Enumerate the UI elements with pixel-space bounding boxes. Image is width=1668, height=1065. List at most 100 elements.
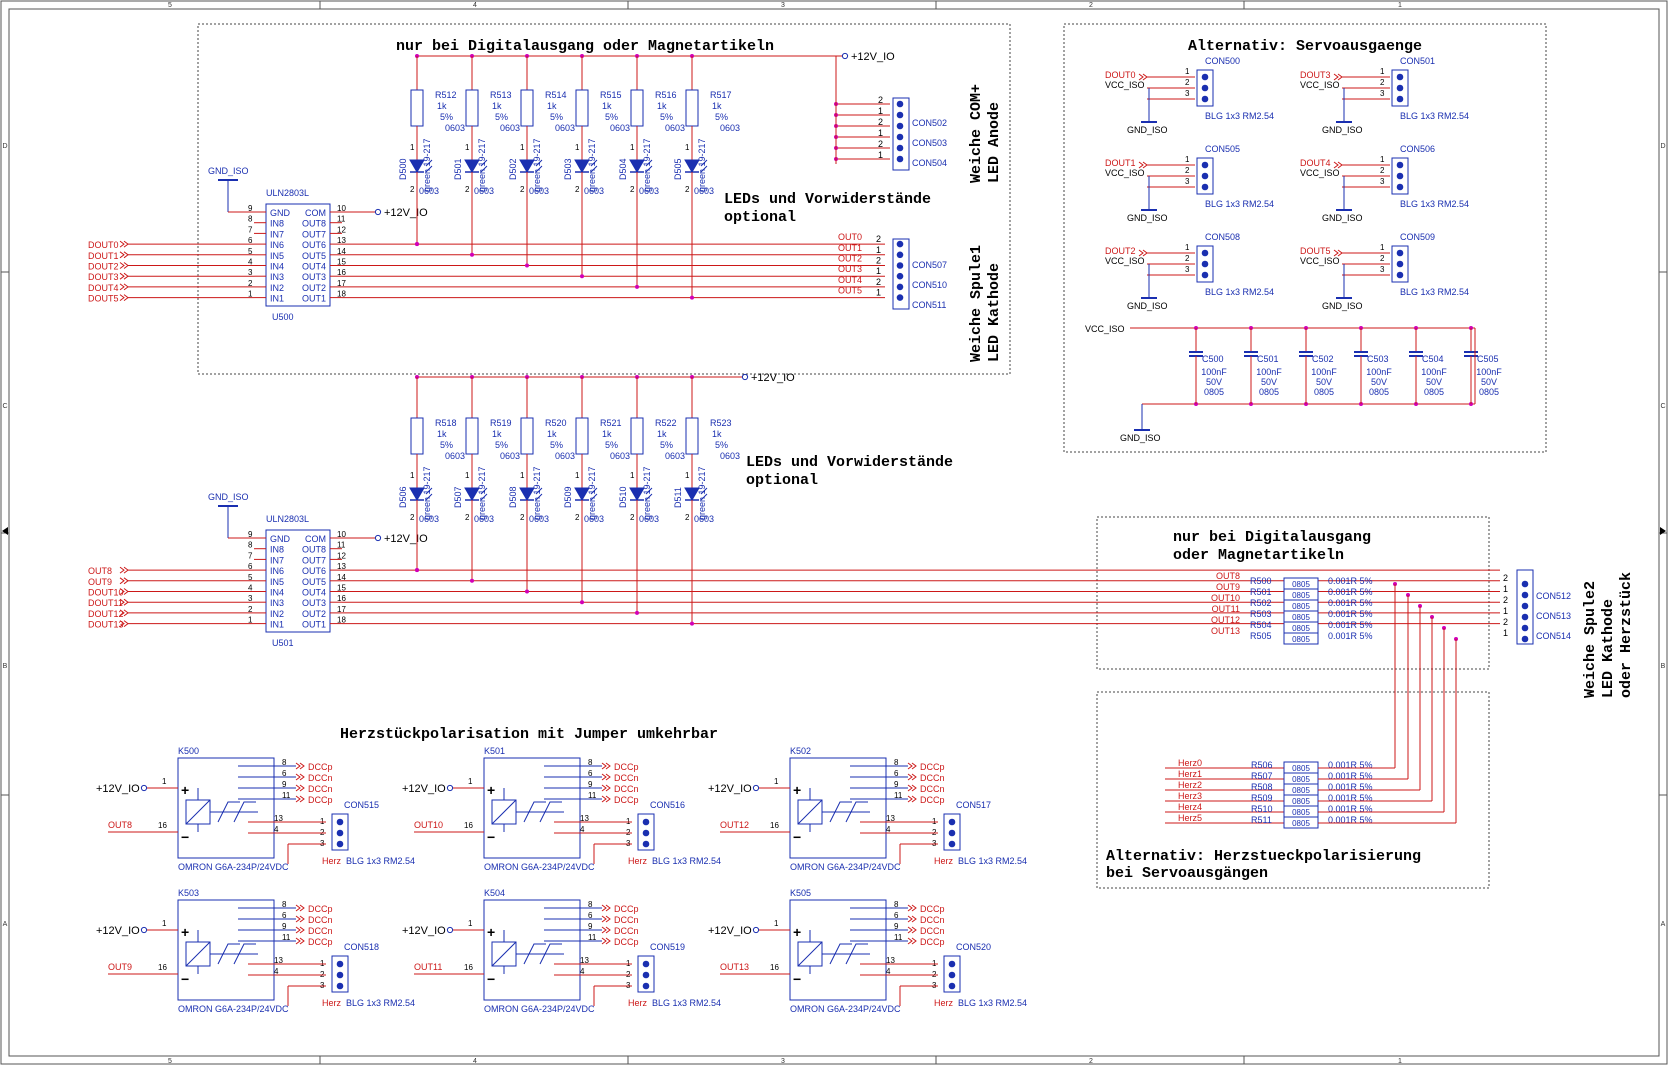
herz-res-value: 0.001R 5%	[1328, 771, 1373, 781]
con-pin-num: 2	[876, 277, 881, 287]
resistor-body	[685, 89, 699, 127]
uln-ref-label: U500	[272, 312, 294, 322]
led-value: green 19-217	[587, 466, 597, 520]
relay-body	[789, 757, 887, 859]
chevron-icon	[907, 915, 917, 923]
net-port-circle	[841, 52, 849, 60]
resistor-value: 0603	[665, 451, 685, 461]
connector-pin-dot	[1396, 183, 1404, 191]
group-box-mid	[1096, 516, 1490, 670]
resistor-value: 1k	[492, 429, 502, 439]
mid-res-pkg: 0805	[1292, 602, 1310, 611]
connector-ref: CON517	[956, 800, 991, 810]
con-pin-num: 1	[878, 150, 883, 160]
relay-part: OMRON G6A-234P/24VDC	[178, 862, 289, 872]
herz-res-pkg: 0805	[1292, 808, 1310, 817]
junction-dot	[635, 610, 639, 615]
resistor-body	[575, 417, 589, 455]
cap-value: 100nF	[1476, 367, 1502, 377]
servo-net-label: DOUT3	[1300, 70, 1331, 80]
relay-pin-num: 6	[894, 769, 899, 778]
led-diode-icon	[629, 159, 645, 173]
junction-dot	[415, 568, 419, 572]
relay-pin-num: 4	[886, 825, 891, 834]
connector-pin-dot	[948, 960, 956, 968]
chevron-icon	[295, 937, 305, 945]
connector-ref: CON505	[1205, 144, 1240, 154]
resistor-body	[520, 89, 534, 127]
relay-pin-num: 8	[282, 900, 287, 909]
led-diode-icon	[519, 159, 535, 173]
mid-res-value: 0.001R 5%	[1328, 609, 1373, 619]
relay-pin-num: 1	[468, 919, 473, 928]
connector-pin-dot	[1201, 249, 1209, 257]
led-value: green 19-217	[422, 138, 432, 192]
uln-pin-num: 14	[337, 247, 346, 256]
cap-ref: C503	[1367, 354, 1389, 364]
con-pin-num: 1	[1185, 243, 1190, 252]
group-box-servo	[1063, 23, 1547, 453]
connector-ref: CON519	[650, 942, 685, 952]
connector-pin-dot	[336, 818, 344, 826]
con-pin-num: 1	[878, 106, 883, 116]
relay-herz-label: Herz	[322, 998, 342, 1008]
relay-out-label: OUT8	[108, 820, 132, 830]
input-net-label: DOUT0	[88, 240, 119, 250]
frame-col-label: 5	[168, 2, 172, 9]
herz-net-label: Herz4	[1178, 802, 1202, 812]
connector-pin-dot	[896, 133, 904, 141]
connector-ref: CON507	[912, 260, 947, 270]
port-chevron-icon	[119, 577, 129, 585]
frame-col-label: 4	[473, 1058, 477, 1065]
resistor-value: 0603	[555, 123, 575, 133]
relay-v12-label: +12V_IO	[96, 925, 140, 937]
output-net-label: OUT0	[838, 232, 862, 242]
chevron-icon	[601, 773, 611, 781]
resistor-body	[575, 89, 589, 127]
uln-pin-num: 1	[248, 290, 253, 299]
relay-body	[177, 757, 275, 859]
cap-ref: C500	[1202, 354, 1224, 364]
relay-v12-label: +12V_IO	[96, 783, 140, 795]
chevron-icon	[601, 915, 611, 923]
frame-col-label: 2	[1089, 2, 1093, 9]
mid-res-pkg: 0805	[1292, 580, 1310, 589]
servo-net-label: DOUT1	[1105, 158, 1136, 168]
connector-part: BLG 1x3 RM2.54	[1205, 287, 1274, 297]
net-port-circle	[374, 534, 382, 542]
relay-body	[789, 899, 887, 1001]
servo-gnd-label: GND_ISO	[1322, 301, 1363, 311]
connector-pin-dot	[896, 144, 904, 152]
resistor-value: 5%	[550, 112, 563, 122]
group-box-top	[197, 23, 1011, 375]
mid-res-pkg: 0805	[1292, 624, 1310, 633]
uln-pin-num: 16	[337, 594, 346, 603]
relay-net-label: DCCn	[614, 773, 639, 783]
relay-pin-num: 13	[274, 956, 283, 965]
servo-gnd-label: GND_ISO	[1322, 213, 1363, 223]
label-com: LED Anode	[986, 102, 1003, 183]
port-chevron-icon	[295, 915, 305, 923]
herz-res-value: 0.001R 5%	[1328, 793, 1373, 803]
connector-pin-dot	[948, 971, 956, 979]
led-diode-icon	[574, 159, 590, 173]
relay-out-label: OUT11	[414, 962, 442, 972]
relay-net-label: DCCp	[308, 937, 333, 947]
relay-net-label: DCCp	[308, 904, 333, 914]
led-pin-num: 1	[575, 471, 580, 480]
led-pin-num: 2	[630, 185, 635, 194]
mid-res-pkg: 0805	[1292, 613, 1310, 622]
led-light-icon	[535, 159, 543, 173]
port-chevron-icon	[601, 937, 611, 945]
relay-pin-num: 8	[588, 758, 593, 767]
led-pkg: 0603	[474, 186, 494, 196]
led-pin-num: 1	[520, 471, 525, 480]
label-coil1: LED Kathode	[986, 263, 1003, 362]
relay-herz-label: Herz	[628, 856, 648, 866]
con-pin-num: 1	[1185, 155, 1190, 164]
led-value: green 19-217	[477, 466, 487, 520]
title-mid-group: oder Magnetartikeln	[1173, 547, 1344, 564]
relay-out-label: OUT10	[414, 820, 443, 830]
resistor-ref: R521	[600, 418, 622, 428]
output-net-label: OUT2	[838, 254, 862, 264]
